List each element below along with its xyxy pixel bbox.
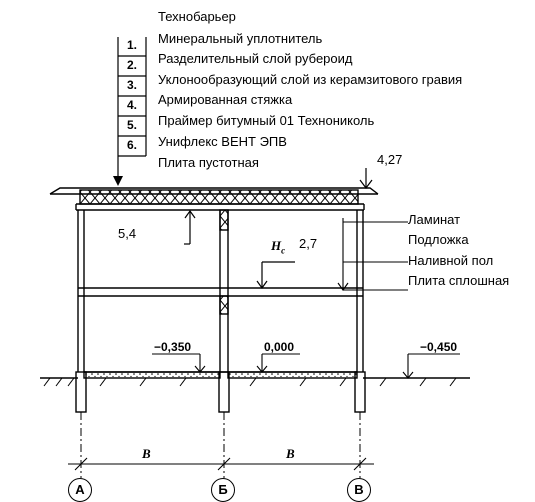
floor-slab: [78, 287, 363, 297]
height-5-4-marker: [184, 209, 196, 245]
floor-height-marker: [256, 261, 295, 290]
roof-level: 4,27: [377, 152, 403, 167]
axis-lines: [80, 412, 361, 478]
level-right: −0,450: [420, 340, 458, 354]
span-label-1: В: [142, 446, 151, 461]
walls: [77, 209, 364, 372]
layer-num-4: 4.: [126, 98, 137, 112]
roof: [49, 187, 379, 211]
layer-num-3: 3.: [126, 78, 137, 92]
roof-level-marker: [359, 168, 373, 189]
layer-text-2: Разделительный слой рубероид: [158, 51, 353, 66]
span-label-2: В: [286, 446, 295, 461]
axis-b: Б: [211, 478, 235, 502]
floor-layer-1: Ламинат: [408, 212, 461, 227]
layer-num-1: 1.: [126, 38, 137, 52]
top-label: Технобарьер: [158, 9, 236, 24]
floor-layer-3: Наливной пол: [408, 253, 494, 268]
layer-text-3: Уклонообразующий слой из керамзитового г…: [158, 72, 463, 87]
floor-height: 2,7: [299, 236, 318, 251]
floor-height-symbol: Hc: [271, 238, 286, 256]
axis-v: В: [347, 478, 371, 502]
level-mid: 0,000: [264, 340, 295, 354]
layer-text-6: Унифлекс ВЕНТ ЭПВ: [158, 134, 287, 149]
layer-text-5: Праймер битумный 01 Технониколь: [158, 113, 375, 128]
layer-table: [117, 37, 147, 180]
floor-layer-2: Подложка: [408, 232, 469, 247]
layer-num-5: 5.: [126, 118, 137, 132]
slab-label: Плита пустотная: [158, 155, 259, 170]
layer-text-1: Минеральный уплотнитель: [158, 31, 323, 46]
ground-hatch: [43, 377, 457, 387]
floor-layer-4: Плита сплошная: [408, 273, 510, 288]
floor-layer-leaders: [337, 218, 408, 291]
axis-a: А: [68, 478, 92, 502]
height-total: 5,4: [118, 226, 137, 241]
layer-text-4: Армированная стяжка: [158, 92, 293, 107]
span-dimension: [68, 457, 374, 471]
roof-arrow-head: [113, 176, 123, 186]
level-left: −0,350: [154, 340, 192, 354]
layer-num-2: 2.: [126, 58, 137, 72]
level-markers: [152, 353, 460, 379]
layer-num-6: 6.: [126, 138, 137, 152]
